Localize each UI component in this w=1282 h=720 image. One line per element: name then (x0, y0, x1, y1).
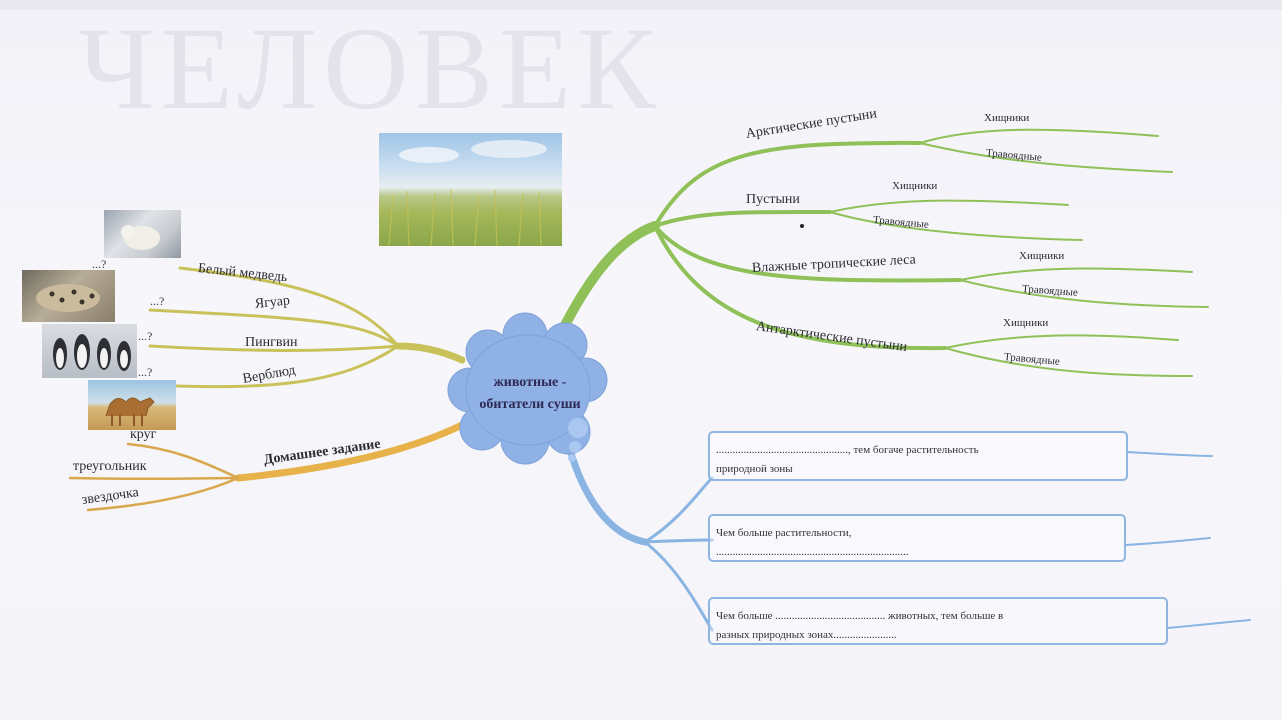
twig-antarctic-herbivores (944, 347, 1193, 377)
box3-line1: Чем больше .............................… (716, 610, 1004, 622)
tropics-predators-label: Хищники (1019, 250, 1065, 262)
center-line2: обитатели суши (479, 397, 581, 412)
twig-triangle (68, 476, 240, 481)
twig-arctic-herbivores (919, 142, 1173, 173)
branch-box1 (643, 476, 714, 544)
center-cloud (447, 312, 608, 465)
tail-box3 (1167, 619, 1251, 629)
penguin-question: ...? (138, 329, 153, 343)
grass-photo (379, 133, 562, 246)
homework-item-circle: круг (130, 427, 157, 442)
branch-desert (653, 209, 832, 228)
stray-dot (800, 224, 804, 228)
box1-line1: ........................................… (716, 444, 979, 456)
antarctic-predators-label: Хищники (1003, 317, 1049, 329)
trunk-blue (566, 446, 649, 546)
twig-star (86, 476, 240, 512)
branch-camel (148, 344, 400, 389)
statement-box-3: Чем больше .............................… (708, 597, 1168, 645)
twig-tropics-herbivores (959, 279, 1209, 308)
box1-line2: природной зоны (716, 463, 793, 475)
twig-desert-predators (829, 199, 1069, 213)
twig-desert-herbivores (829, 211, 1083, 241)
top-border (0, 0, 1282, 10)
box2-line2: ........................................… (716, 546, 909, 558)
twig-circle (126, 442, 240, 480)
bear-question: ...? (92, 257, 107, 271)
jaguar-question: ...? (150, 294, 165, 308)
center-line1: животные - (493, 375, 567, 390)
trunk-animals (394, 342, 466, 364)
penguin-photo (42, 324, 137, 378)
statement-box-2: Чем больше растительности, .............… (708, 514, 1126, 562)
twig-tropics-predators (959, 267, 1193, 281)
tail-box2 (1125, 537, 1211, 546)
jaguar-photo (22, 270, 115, 322)
camel-photo (88, 380, 176, 430)
twig-antarctic-predators (944, 334, 1179, 349)
branch-box2 (643, 538, 714, 544)
trunk-green (555, 221, 660, 340)
watermark-text: ЧЕЛОВЕК (78, 3, 662, 134)
box3-line2: разных природных зонах..................… (716, 629, 897, 641)
branch-arctic (653, 140, 922, 228)
polar-bear-photo (104, 210, 181, 258)
branch-label-desert: Пустыни (746, 192, 800, 207)
cloud-small-bubbles (568, 418, 588, 462)
statement-box-1: ........................................… (708, 431, 1128, 481)
camel-question: ...? (138, 365, 153, 379)
arctic-predators-label: Хищники (984, 112, 1030, 124)
branch-antarctic (653, 224, 947, 351)
branch-jaguar (148, 308, 400, 348)
branch-penguin (148, 344, 400, 352)
center-node: животные - обитатели суши (452, 372, 608, 416)
animal-label-penguin: Пингвин (245, 335, 298, 350)
homework-item-triangle: треугольник (73, 459, 147, 474)
trunk-homework (234, 421, 466, 482)
branch-bear (178, 266, 400, 348)
twig-arctic-predators (919, 128, 1159, 144)
box2-line1: Чем больше растительности, (716, 527, 852, 539)
desert-predators-label: Хищники (892, 180, 938, 192)
tail-box1 (1127, 451, 1213, 457)
branch-box3 (643, 540, 714, 632)
branch-tropics (653, 224, 962, 283)
